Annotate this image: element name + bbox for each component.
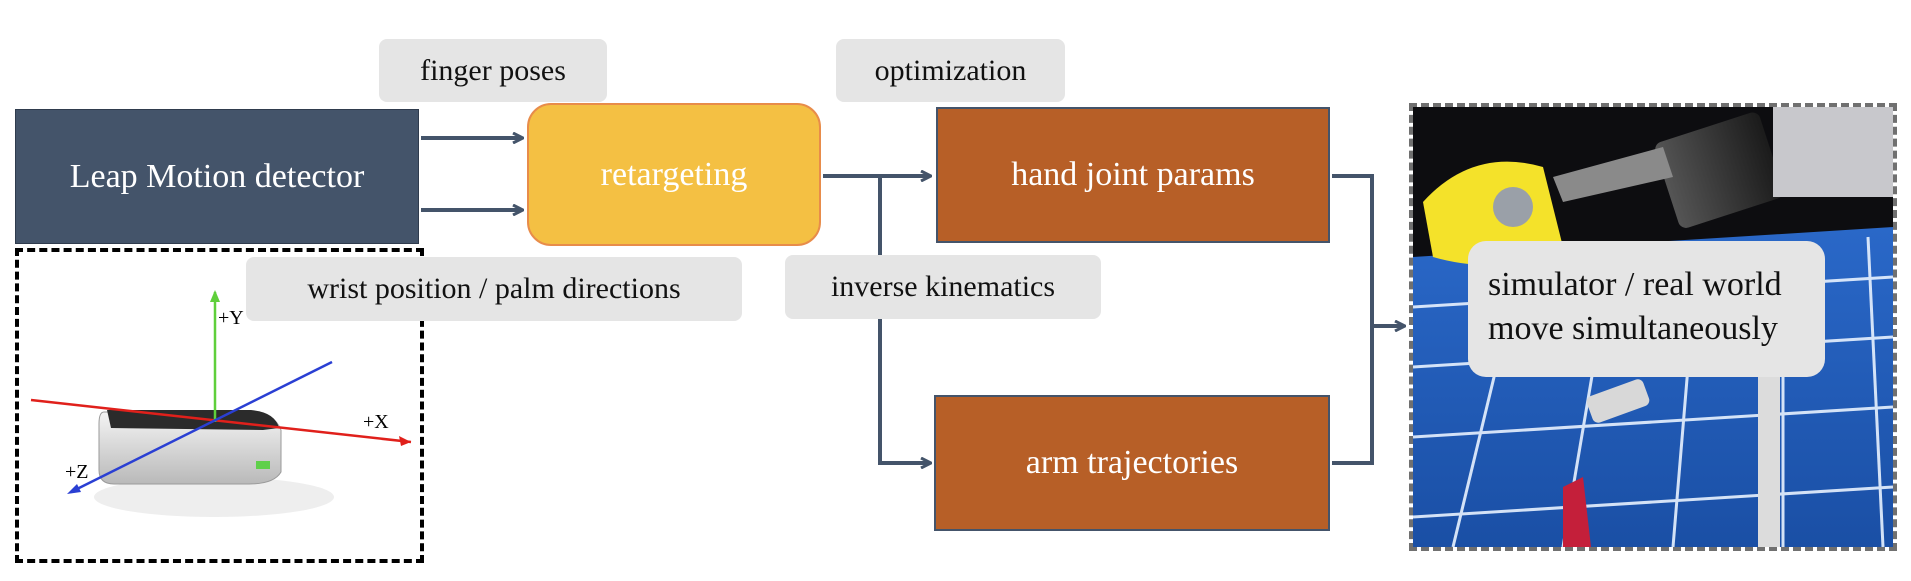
inverse-kinematics-text: inverse kinematics	[830, 270, 1056, 303]
axis-label-y: +Y	[218, 307, 244, 329]
retargeting-label: retargeting	[600, 155, 748, 193]
finger-poses-tag: finger poses	[379, 39, 607, 102]
finger-poses-text: finger poses	[420, 53, 566, 87]
shirt-print	[1493, 187, 1533, 227]
inverse-kinematics-tag: inverse kinematics	[785, 255, 1101, 319]
device-shadow	[94, 477, 334, 517]
sim-arm-column	[1758, 357, 1780, 547]
arm-trajectories-node: arm trajectories	[934, 395, 1330, 531]
wrist-position-text: wrist position / palm directions	[307, 272, 681, 305]
device-top	[107, 410, 279, 430]
axis-label-x: +X	[363, 411, 389, 433]
y-axis-arrowhead	[210, 290, 220, 302]
robot-wrist	[1655, 112, 1784, 228]
sim-label-line2: move simultaneously	[1488, 310, 1778, 347]
sim-red-object	[1563, 477, 1591, 547]
yellow-shirt	[1423, 161, 1563, 265]
hand-joint-params-label: hand joint params	[1011, 156, 1255, 193]
robot-arm-upper	[1773, 107, 1893, 197]
hand-joint-params-node: hand joint params	[936, 107, 1330, 243]
leap-motion-detector-node: Leap Motion detector	[15, 109, 419, 244]
sim-hand	[1586, 379, 1650, 423]
x-axis-line	[30, 398, 412, 444]
device-led	[256, 461, 270, 469]
arrow-arm-merge	[1332, 326, 1374, 465]
z-axis-arrowhead	[67, 484, 81, 494]
sim-label-line1: simulator / real world	[1488, 266, 1782, 303]
leap-motion-label: Leap Motion detector	[69, 157, 365, 195]
arrow-to-arm	[878, 176, 930, 463]
wrist-position-tag: wrist position / palm directions	[246, 257, 742, 321]
optimization-text: optimization	[874, 53, 1027, 87]
retargeting-node: retargeting	[527, 103, 821, 246]
arm-trajectories-label: arm trajectories	[1025, 444, 1239, 481]
device-axes-figure: +Y +X +Z	[30, 290, 412, 517]
axis-label-z: +Z	[65, 461, 89, 483]
x-axis-arrowhead	[399, 436, 411, 446]
robot-fingers	[1553, 147, 1673, 202]
z-axis-line	[70, 360, 333, 494]
optimization-tag: optimization	[836, 39, 1065, 102]
arrow-hand-merge	[1332, 174, 1374, 326]
simulator-real-world-tag: simulator / real world move simultaneous…	[1468, 241, 1825, 377]
